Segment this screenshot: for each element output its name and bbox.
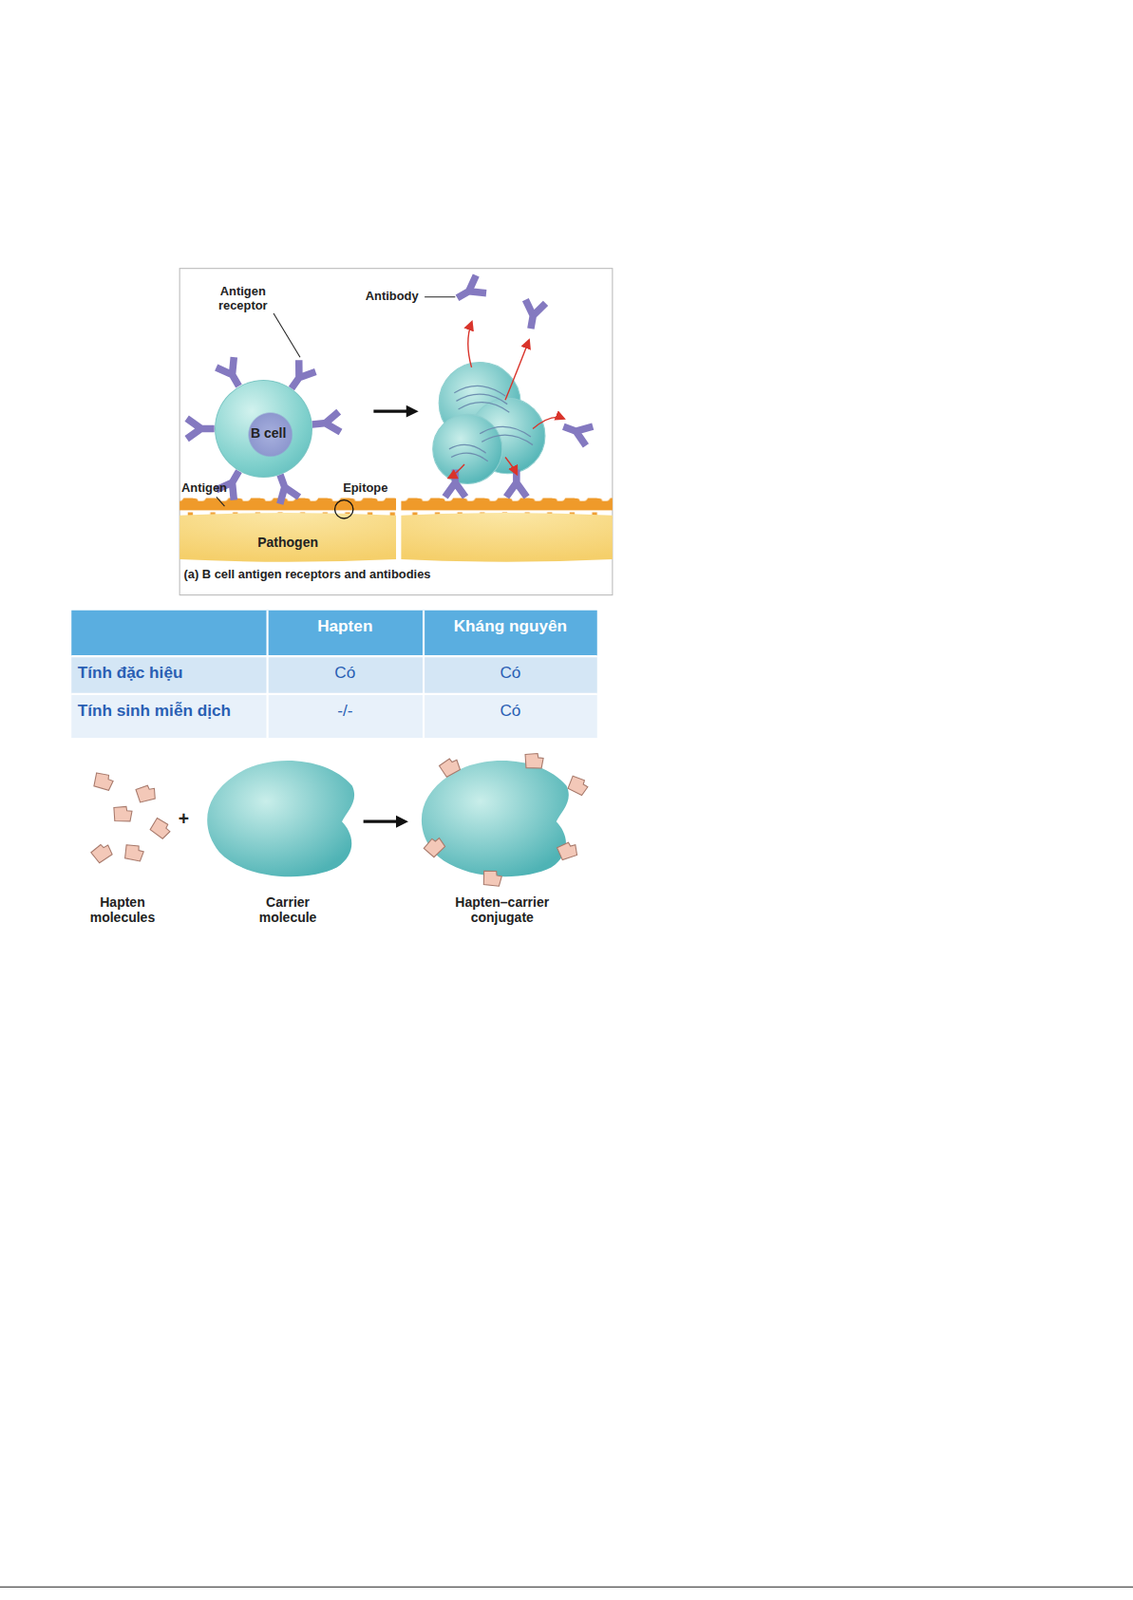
- node-label: Pathogen: [257, 534, 319, 550]
- plus-sign: +: [178, 809, 189, 831]
- table-row-header: Tính sinh miễn dịch: [77, 701, 231, 721]
- callout-label: Antigen receptor: [210, 284, 275, 314]
- callout-label: Antibody: [365, 289, 419, 304]
- table-header: Hapten: [317, 617, 373, 637]
- figure-label: Hapten–carrier conjugate: [446, 894, 559, 926]
- callout-label: Epitope: [342, 481, 388, 496]
- callout-label: Antigen: [181, 481, 227, 496]
- figure-label: Hapten molecules: [85, 894, 159, 926]
- figure-caption: (a) B cell antigen receptors and antibod…: [183, 567, 431, 583]
- table-cell: Có: [334, 663, 356, 683]
- node-label: B cell: [250, 425, 286, 441]
- pathogen-band: Pathogen: [179, 526, 397, 560]
- table-header: Kháng nguyên: [453, 617, 567, 637]
- table-cell: Có: [499, 663, 521, 683]
- figure-label: Carrier molecule: [250, 894, 324, 926]
- table-cell: Có: [499, 701, 521, 721]
- table-cell: -/-: [337, 701, 353, 721]
- b-cell: B cell: [214, 379, 313, 478]
- table-row-header: Tính đặc hiệu: [77, 663, 184, 683]
